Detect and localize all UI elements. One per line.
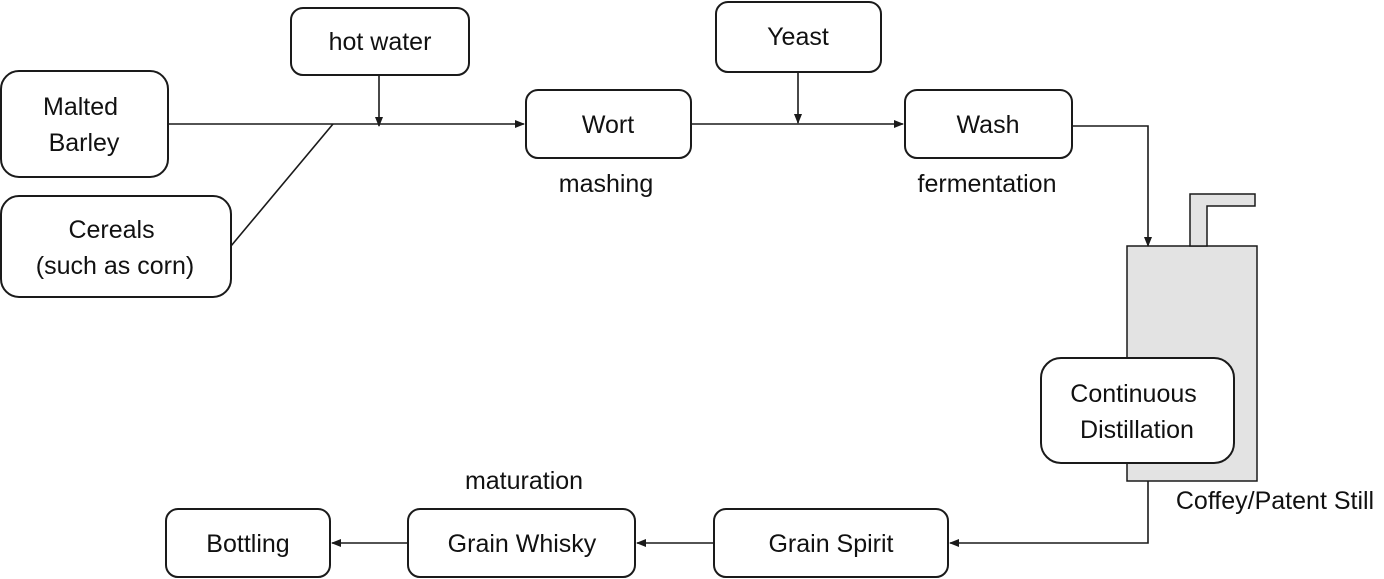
malted-barley-line-1: Malted <box>43 93 118 121</box>
node-grain-spirit: Grain Spirit <box>713 508 949 578</box>
grain-whisky-label: Grain Whisky <box>448 530 597 558</box>
fermentation-label: fermentation <box>918 170 1057 198</box>
hot-water-label: hot water <box>329 28 432 56</box>
mashing-label: mashing <box>559 170 654 198</box>
node-bottling: Bottling <box>165 508 331 578</box>
grain-spirit-label: Grain Spirit <box>768 530 893 558</box>
wort-label: Wort <box>582 111 634 139</box>
still-pipe <box>1189 193 1256 247</box>
cereals-line-1: Cereals <box>68 216 154 244</box>
node-malted-barley: Malted Barley <box>0 70 169 178</box>
node-cereals: Cereals (such as corn) <box>0 195 232 298</box>
maturation-label: maturation <box>465 467 583 495</box>
node-continuous-distillation: Continuous Distillation <box>1040 357 1235 464</box>
edge-cereals-to-main-line <box>230 123 334 247</box>
svg-text:Continuous Distillation: Continuous Distillation <box>1070 380 1203 444</box>
node-grain-whisky: Grain Whisky <box>407 508 636 578</box>
node-wort: Wort <box>525 89 692 159</box>
node-hot-water: hot water <box>290 7 470 76</box>
cereals-line-2: (such as corn) <box>36 252 194 280</box>
continuous-distillation-line-2: Distillation <box>1080 416 1194 444</box>
malted-barley-line-2: Barley <box>49 129 120 157</box>
yeast-label: Yeast <box>767 23 829 51</box>
continuous-distillation-line-1: Continuous <box>1070 380 1196 408</box>
svg-text:Cereals (such as corn): Cereals (such as corn) <box>36 216 194 280</box>
node-yeast: Yeast <box>715 1 882 73</box>
edge-still-to-grain-spirit <box>949 481 1149 547</box>
connectors <box>168 72 1152 547</box>
svg-text:Malted Barley: Malted Barley <box>43 93 125 157</box>
still-label: Coffey/Patent Still <box>1176 487 1374 515</box>
bottling-label: Bottling <box>206 530 289 558</box>
wash-label: Wash <box>957 111 1020 139</box>
edge-wash-to-still <box>1072 125 1152 247</box>
node-wash: Wash <box>904 89 1073 159</box>
